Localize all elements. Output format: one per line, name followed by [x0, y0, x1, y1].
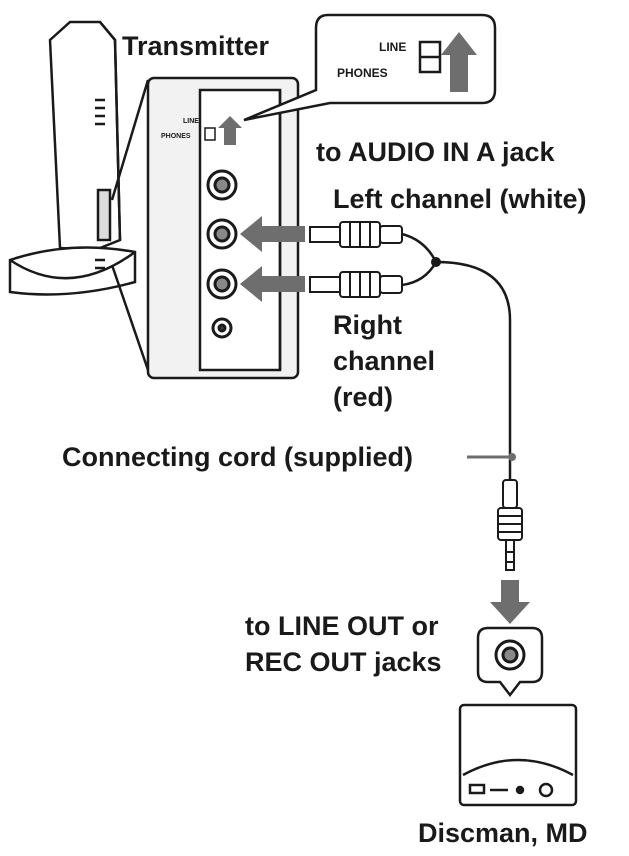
cord-junction [431, 257, 441, 267]
callout-switch-arrow [441, 32, 477, 92]
panel-switch-arrow [218, 116, 242, 145]
panel-switch-line-label: LINE [183, 118, 199, 125]
jack-1 [206, 169, 238, 201]
discman-illustration [458, 703, 578, 807]
transmitter-label: Transmitter [122, 31, 270, 61]
line-out-label-line2: REC OUT jacks [245, 647, 442, 677]
right-insert-arrow [240, 266, 305, 302]
jack-small [211, 317, 233, 339]
callout-switch-phones-label: PHONES [337, 66, 388, 80]
rca-plug-left [309, 221, 403, 248]
left-channel-label: Left channel (white) [333, 184, 587, 214]
cord-label-dot [508, 453, 516, 461]
switch-callout [243, 13, 497, 122]
mini-plug [497, 479, 523, 571]
rca-plug-right [309, 271, 403, 298]
line-out-jack [494, 639, 526, 671]
callout-switch-line-label: LINE [379, 40, 407, 54]
jack-right [206, 268, 238, 300]
right-channel-label-line1: Right [333, 310, 402, 340]
discman-label: Discman, MD [418, 818, 588, 848]
connecting-cord-label: Connecting cord (supplied) [62, 442, 413, 472]
panel-callout-connector [110, 79, 150, 371]
line-out-label-line1: to LINE OUT or [245, 611, 439, 641]
plug-down-arrow [490, 580, 530, 624]
panel-switch-phones-label: PHONES [161, 133, 191, 140]
right-channel-label-line3: (red) [333, 382, 393, 412]
right-channel-label-line2: channel [333, 346, 436, 376]
audio-in-label: to AUDIO IN A jack [316, 137, 555, 167]
panel-switch [204, 127, 216, 141]
jack-left [206, 218, 238, 250]
transmitter-illustration [8, 20, 137, 296]
left-insert-arrow [240, 216, 305, 252]
